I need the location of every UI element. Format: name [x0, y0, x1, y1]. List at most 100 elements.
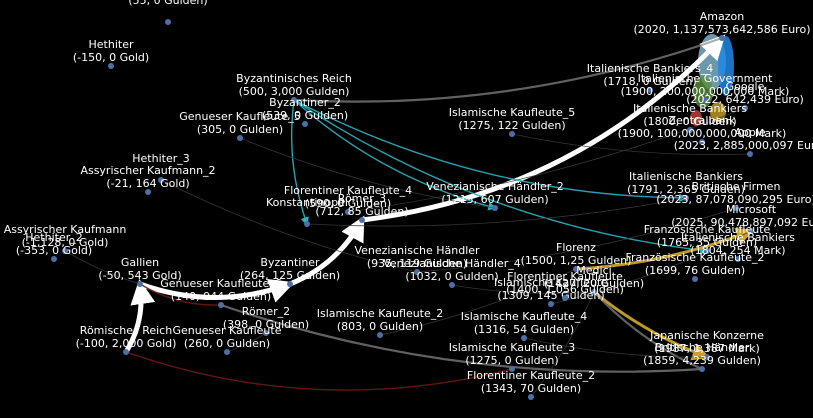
node-florenz[interactable]: Florenz(1500, 1,25 Gulden) — [521, 241, 632, 272]
node-assyr2[interactable]: Assyrischer Kaufmann_2(-21, 164 Gold) — [80, 164, 216, 195]
node-hethiter2[interactable]: Hethiter_2(-353, 0 Gold) — [16, 231, 92, 262]
node-detail: (1343, 70 Gulden) — [481, 382, 581, 395]
node-detail: (2022, 642,439 Euro) — [686, 93, 804, 106]
edge-byz_reich-ital_bank_mid — [293, 99, 688, 203]
node-florent4[interactable]: Florentiner Kaufleute_4(590, 0 Gulden) — [284, 184, 412, 215]
node-genueser5[interactable]: Genueser Kaufleute_5(305, 0 Gulden) — [179, 110, 301, 141]
node-franz2[interactable]: Französische Kaufleute_2(1699, 76 Gulden… — [625, 251, 765, 282]
node-name: Florentiner Kaufleute — [507, 270, 623, 283]
node-marker — [359, 217, 365, 223]
node-name: Genueser Kaufleute_6 — [160, 277, 282, 290]
node-microsoft[interactable]: Microsoft(2025, 90,478,897,092 Euro) — [671, 203, 813, 234]
node-konstantinopel[interactable]: Konstantinopel — [266, 196, 348, 227]
node-ital_bankiers_r[interactable]: Italienische Bankiers(1804, 254 Mark) — [681, 231, 795, 262]
node-detail: (264, 125 Gulden) — [240, 269, 340, 282]
node-genueser[interactable]: Genueser Kaufleute(260, 0 Gulden) — [172, 324, 282, 355]
node-cut_top[interactable]: (55, 0 Gulden) — [128, 0, 208, 25]
node-google[interactable]: Google(2022, 642,439 Euro) — [686, 80, 804, 111]
node-ital_bank4[interactable]: Italienische Bankiers_4(1718, 0 Gulden) — [587, 62, 713, 93]
node-name: Hethiter_3 — [132, 152, 189, 165]
node-marker — [528, 394, 534, 400]
node-detail: (1718, 0 Gulden) — [603, 75, 696, 88]
cluster-blob — [690, 110, 702, 126]
edge-byz_reich-venez2 — [293, 99, 497, 211]
node-roemer3[interactable]: Römer_3(712, 85 Gulden) — [315, 192, 409, 223]
node-name: Römer_2 — [242, 305, 290, 318]
node-name: Italienische Bankiers_4 — [587, 62, 713, 75]
node-detail: (1427, 20 Gulden) — [544, 277, 644, 290]
node-islam3[interactable]: Islamische Kaufleute_3(1275, 0 Gulden) — [449, 341, 576, 372]
node-marker — [562, 295, 568, 301]
edge-roemer3-amazon — [359, 34, 726, 223]
node-hethiter[interactable]: Hethiter(-150, 0 Gold) — [73, 38, 149, 69]
node-roem_reich[interactable]: Römisches Reich(-100, 2,000 Gold) — [76, 324, 177, 355]
node-name: Französische Kaufleute — [644, 223, 771, 236]
edge-florent2-medici — [530, 291, 595, 398]
node-brit_h[interactable]: Britische Händler(1859, 4,239 Gulden) — [643, 341, 761, 372]
node-venez2[interactable]: Venezianische Händler_2(1213, 607 Gulden… — [426, 180, 564, 211]
node-detail: (1316, 54 Gulden) — [474, 323, 574, 336]
edge-venez4-medici — [451, 284, 595, 294]
node-venez[interactable]: Venezianische Händler(935, 119 Gulden) — [354, 244, 480, 275]
node-islam5[interactable]: Islamische Kaufleute_5(1275, 122 Gulden) — [449, 106, 576, 137]
edge-genueser5-venez2 — [239, 137, 496, 209]
node-apple[interactable]: Apple(2023, 2,885,000,097 Euro) — [674, 126, 813, 157]
node-marker — [218, 302, 224, 308]
node-islam2[interactable]: Islamische Kaufleute_2(803, 0 Gulden) — [317, 307, 444, 338]
node-name: Islamische Kaufleute_5 — [449, 106, 576, 119]
node-islam_mid[interactable]: Islamische Kaufleute(1309, 145 Gulden) — [494, 276, 608, 307]
node-ital_bankiers[interactable]: Italienische Bankiers(1800, 0 Gulden) — [633, 102, 747, 133]
node-venez4[interactable]: Venezianische Händler_4(1032, 0 Gulden) — [383, 257, 521, 288]
node-byz2[interactable]: Byzantiner_2(539, 0 Gulden) — [262, 96, 348, 127]
node-ital_gov[interactable]: Italienische Government(1900, 200,000,00… — [621, 72, 790, 103]
node-hethiter3[interactable]: Hethiter_3 — [132, 152, 190, 183]
node-detail: (2025, 90,478,897,092 Euro) — [671, 216, 813, 229]
node-zentral[interactable]: Zentralbank(1900, 100,000,000,000 Mark) — [618, 114, 787, 145]
node-islam4[interactable]: Islamische Kaufleute_4(1316, 54 Gulden) — [461, 310, 588, 341]
node-marker — [492, 205, 498, 211]
node-name: Florentiner Kaufleute_4 — [284, 184, 412, 197]
node-marker — [733, 205, 739, 211]
node-detail: (2020, 1,137,573,642,586 Euro) — [634, 23, 811, 36]
node-florent2[interactable]: Florentiner Kaufleute_2(1343, 70 Gulden) — [467, 369, 595, 400]
node-franz[interactable]: Französische Kaufleute(1765, 35 Gulden) — [644, 223, 771, 254]
node-marker — [62, 248, 68, 254]
node-byzantiner[interactable]: Byzantiner(264, 125 Gulden) — [240, 256, 340, 287]
edge-florent4-google — [347, 107, 746, 213]
node-marker — [345, 209, 351, 215]
node-japan[interactable]: Japanische Konzerne(1987, 1,387 Mark) — [649, 329, 764, 360]
node-name: Britische Firmen — [692, 180, 781, 193]
node-amazon[interactable]: Amazon(2020, 1,137,573,642,586 Euro) — [634, 10, 811, 41]
node-medici[interactable]: Medici(1427, 20 Gulden) — [544, 264, 644, 295]
edge-islam5-apple — [511, 133, 751, 156]
node-genueser6[interactable]: Genueser Kaufleute_6(140, 944 Gulden) — [160, 277, 282, 308]
node-name: Konstantinopel — [266, 196, 348, 209]
edge-medici-japan — [592, 290, 711, 361]
node-brit_firmen[interactable]: Britische Firmen(2023, 87,078,090,295 Eu… — [656, 180, 813, 211]
node-name: Islamische Kaufleute_2 — [317, 307, 444, 320]
node-byz_reich[interactable]: Byzantinisches Reich(500, 3,000 Gulden) — [236, 72, 352, 103]
node-name: Assyrischer Kaufmann_2 — [80, 164, 215, 177]
node-detail: (2023, 2,885,000,097 Euro) — [674, 139, 813, 152]
node-name: Google — [726, 80, 765, 93]
node-name: Venezianische Händler — [354, 244, 480, 257]
node-assyr[interactable]: Assyrischer Kaufmann(-1,128, 0 Gold) — [4, 223, 127, 254]
node-detail: (1804, 254 Mark) — [690, 244, 785, 257]
node-ital_bank_mid[interactable]: Italienische Bankiers(1791, 2,365 Gulden… — [627, 170, 745, 201]
node-name: Medici — [576, 264, 611, 277]
edge-assyr-gallien — [64, 250, 141, 285]
node-florent_k[interactable]: Florentiner Kaufleute(1400, 1,056 Gulden… — [506, 270, 624, 301]
node-name: Islamische Kaufleute_4 — [461, 310, 588, 323]
node-marker — [291, 97, 297, 103]
node-detail: (1309, 145 Gulden) — [497, 289, 604, 302]
node-name: Italienische Bankiers — [629, 170, 743, 183]
node-marker — [108, 63, 114, 69]
node-roemer2[interactable]: Römer_2(398, 0 Gulden) — [223, 305, 309, 336]
node-marker — [263, 330, 269, 336]
node-marker — [509, 366, 515, 372]
node-marker — [719, 35, 725, 41]
edge-konstantinopel-ital_bank_mid — [306, 197, 687, 227]
node-gallien[interactable]: Gallien(-50, 543 Gold) — [98, 256, 182, 287]
node-marker — [683, 195, 689, 201]
